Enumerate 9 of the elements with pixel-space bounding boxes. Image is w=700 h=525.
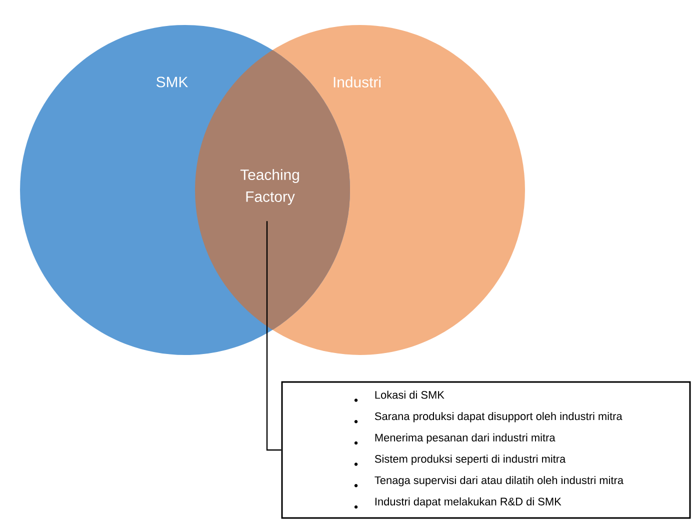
bullet-list-box — [281, 381, 691, 519]
overlap-label: Teaching Factory — [240, 169, 299, 205]
list-item: Tenaga supervisi dari atau dilatih oleh industri mitra — [374, 476, 624, 486]
list-item: Lokasi di SMK — [375, 390, 444, 399]
list-item: Industri dapat melakukan R&D di SMK — [375, 497, 562, 508]
list-item: Sistem produksi seperti di industri mitra — [374, 454, 566, 465]
list-item: Sarana produksi dapat disupport oleh industri mitra — [374, 412, 622, 422]
leader-line — [266, 221, 282, 451]
list-item: Menerima pesanan dari industri mitra — [375, 433, 556, 444]
